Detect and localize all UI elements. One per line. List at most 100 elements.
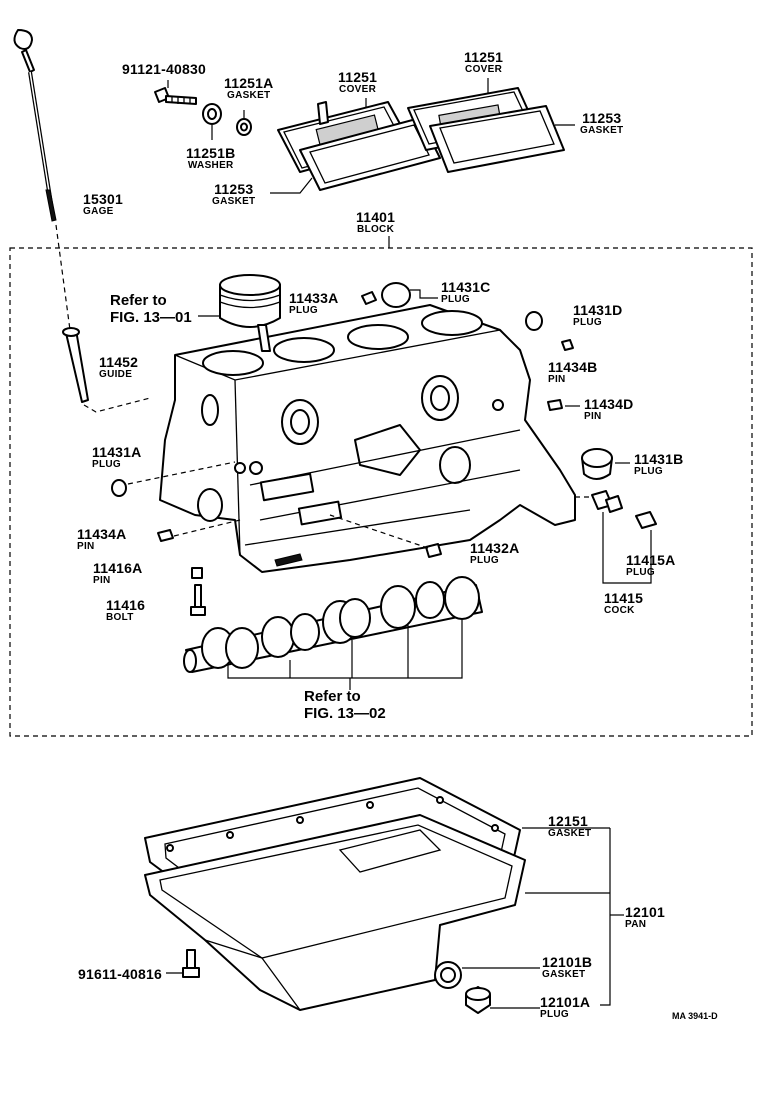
part-number: 11253 bbox=[582, 110, 622, 126]
part-number: 11251 bbox=[338, 69, 378, 85]
pin-11434d bbox=[547, 399, 563, 411]
reference-text: Refer to bbox=[304, 688, 361, 705]
bolt-91611 bbox=[182, 949, 200, 978]
part-number: 11431B bbox=[634, 451, 684, 467]
part-name: PLUG bbox=[470, 555, 499, 566]
plug-11432a bbox=[425, 543, 442, 558]
part-name: COCK bbox=[604, 605, 635, 616]
pin-11416a bbox=[191, 567, 203, 579]
cylinder-block bbox=[159, 304, 576, 573]
part-number: 12151 bbox=[548, 813, 588, 829]
piston bbox=[219, 274, 281, 352]
oil-level-gage-guide bbox=[62, 327, 89, 403]
reference-figure: FIG. 13—02 bbox=[304, 705, 386, 723]
oil-level-gage bbox=[13, 29, 57, 222]
part-number: 11253 bbox=[214, 181, 254, 197]
part-name: PAN bbox=[625, 919, 647, 930]
part-number: 11433A bbox=[289, 290, 339, 306]
part-name: PLUG bbox=[289, 305, 318, 316]
pin-11434a bbox=[157, 529, 174, 542]
part-name: GAGE bbox=[83, 206, 114, 217]
part-name: COVER bbox=[465, 64, 503, 75]
part-name: BLOCK bbox=[357, 224, 395, 235]
part-name: PLUG bbox=[573, 317, 602, 328]
part-number: 11401 bbox=[356, 209, 396, 225]
part-number: 11431A bbox=[92, 444, 142, 460]
part-number: 11431D bbox=[573, 302, 623, 318]
cock-11415 bbox=[591, 490, 623, 513]
part-name: PLUG bbox=[626, 567, 655, 578]
part-number: 11452 bbox=[99, 354, 139, 370]
plug-11431d bbox=[525, 311, 543, 331]
bolt-11416 bbox=[190, 584, 206, 616]
plug-11431a bbox=[111, 479, 127, 497]
label-bolt-91611: 91611-40816 bbox=[78, 967, 162, 981]
part-number: 15301 bbox=[83, 191, 123, 207]
reference-text: Refer to bbox=[110, 292, 167, 309]
part-name: BOLT bbox=[106, 612, 134, 623]
plug-12101a bbox=[465, 986, 491, 1014]
washer-11251b bbox=[202, 103, 222, 125]
part-number: 91121-40830 bbox=[122, 61, 206, 77]
part-name: PIN bbox=[93, 575, 111, 586]
part-name: PLUG bbox=[92, 459, 121, 470]
part-number: 11434A bbox=[77, 526, 127, 542]
part-number: 12101B bbox=[542, 954, 593, 970]
plug-11431c bbox=[381, 282, 411, 308]
figure-code: MA 3941-D bbox=[672, 1011, 718, 1021]
part-name: PLUG bbox=[634, 466, 663, 477]
gasket-11251a bbox=[236, 118, 252, 136]
gasket-11253-right bbox=[429, 105, 565, 173]
part-number: 11251A bbox=[224, 75, 274, 91]
gasket-12101b bbox=[434, 961, 462, 989]
plug-11431b bbox=[581, 448, 613, 480]
part-number: 91611-40816 bbox=[78, 966, 162, 982]
part-name: GASKET bbox=[542, 969, 586, 980]
plug-11433a bbox=[361, 291, 377, 305]
part-name: GASKET bbox=[548, 828, 592, 839]
part-number: 12101A bbox=[540, 994, 591, 1010]
gasket-11253-left bbox=[299, 117, 441, 191]
oil-pan bbox=[144, 814, 526, 1011]
part-name: PLUG bbox=[540, 1009, 569, 1020]
part-name: PIN bbox=[548, 374, 566, 385]
pin-11434b bbox=[561, 339, 574, 351]
part-number: 11251B bbox=[186, 145, 236, 161]
reference-figure: FIG. 13—01 bbox=[110, 309, 192, 327]
camshaft bbox=[183, 576, 483, 673]
bolt-91121 bbox=[154, 87, 197, 105]
part-name: COVER bbox=[339, 84, 377, 95]
part-number: 12101 bbox=[625, 904, 665, 920]
part-number: 11432A bbox=[470, 540, 520, 556]
part-name: PLUG bbox=[441, 294, 470, 305]
part-name: GASKET bbox=[580, 125, 624, 136]
part-number: 11416A bbox=[93, 560, 143, 576]
label-bolt-91121: 91121-40830 bbox=[122, 62, 206, 76]
part-number: 11251 bbox=[464, 49, 504, 65]
